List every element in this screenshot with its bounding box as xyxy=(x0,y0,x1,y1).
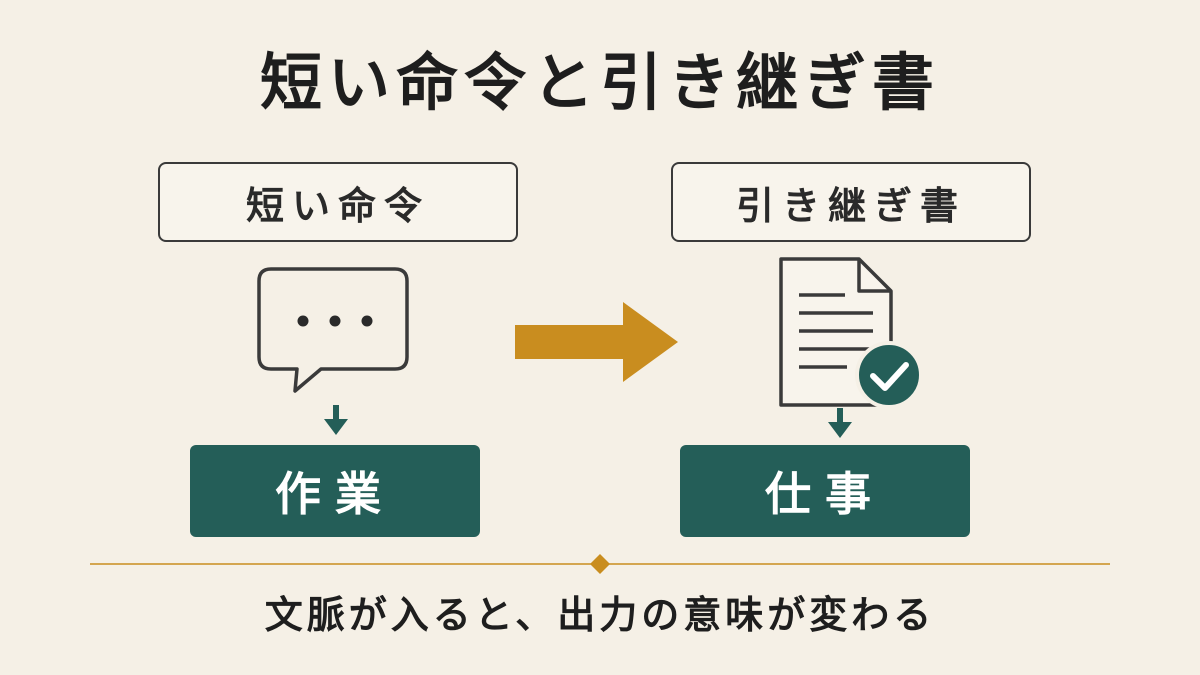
speech-bubble-icon xyxy=(257,267,409,393)
result-job-label: 仕事 xyxy=(765,467,885,521)
divider-line xyxy=(90,554,1110,574)
down-arrow-icon xyxy=(324,405,348,435)
result-job-box: 仕事 xyxy=(680,445,970,537)
result-work-label: 作業 xyxy=(275,467,395,521)
diagram-title: 短い命令と引き継ぎ書 xyxy=(259,46,940,119)
diamond-icon xyxy=(590,554,610,574)
result-work-box: 作業 xyxy=(190,445,480,537)
caption: 文脈が入ると、出力の意味が変わる xyxy=(264,593,936,637)
handover-doc-label-box: 引き継ぎ書 xyxy=(671,162,1031,242)
down-arrow-icon xyxy=(828,408,852,438)
short-command-label-box: 短い命令 xyxy=(158,162,518,242)
handover-doc-label: 引き継ぎ書 xyxy=(735,183,966,228)
short-command-label: 短い命令 xyxy=(245,183,430,228)
document-check-icon xyxy=(779,257,923,409)
right-arrow-icon xyxy=(515,302,678,382)
